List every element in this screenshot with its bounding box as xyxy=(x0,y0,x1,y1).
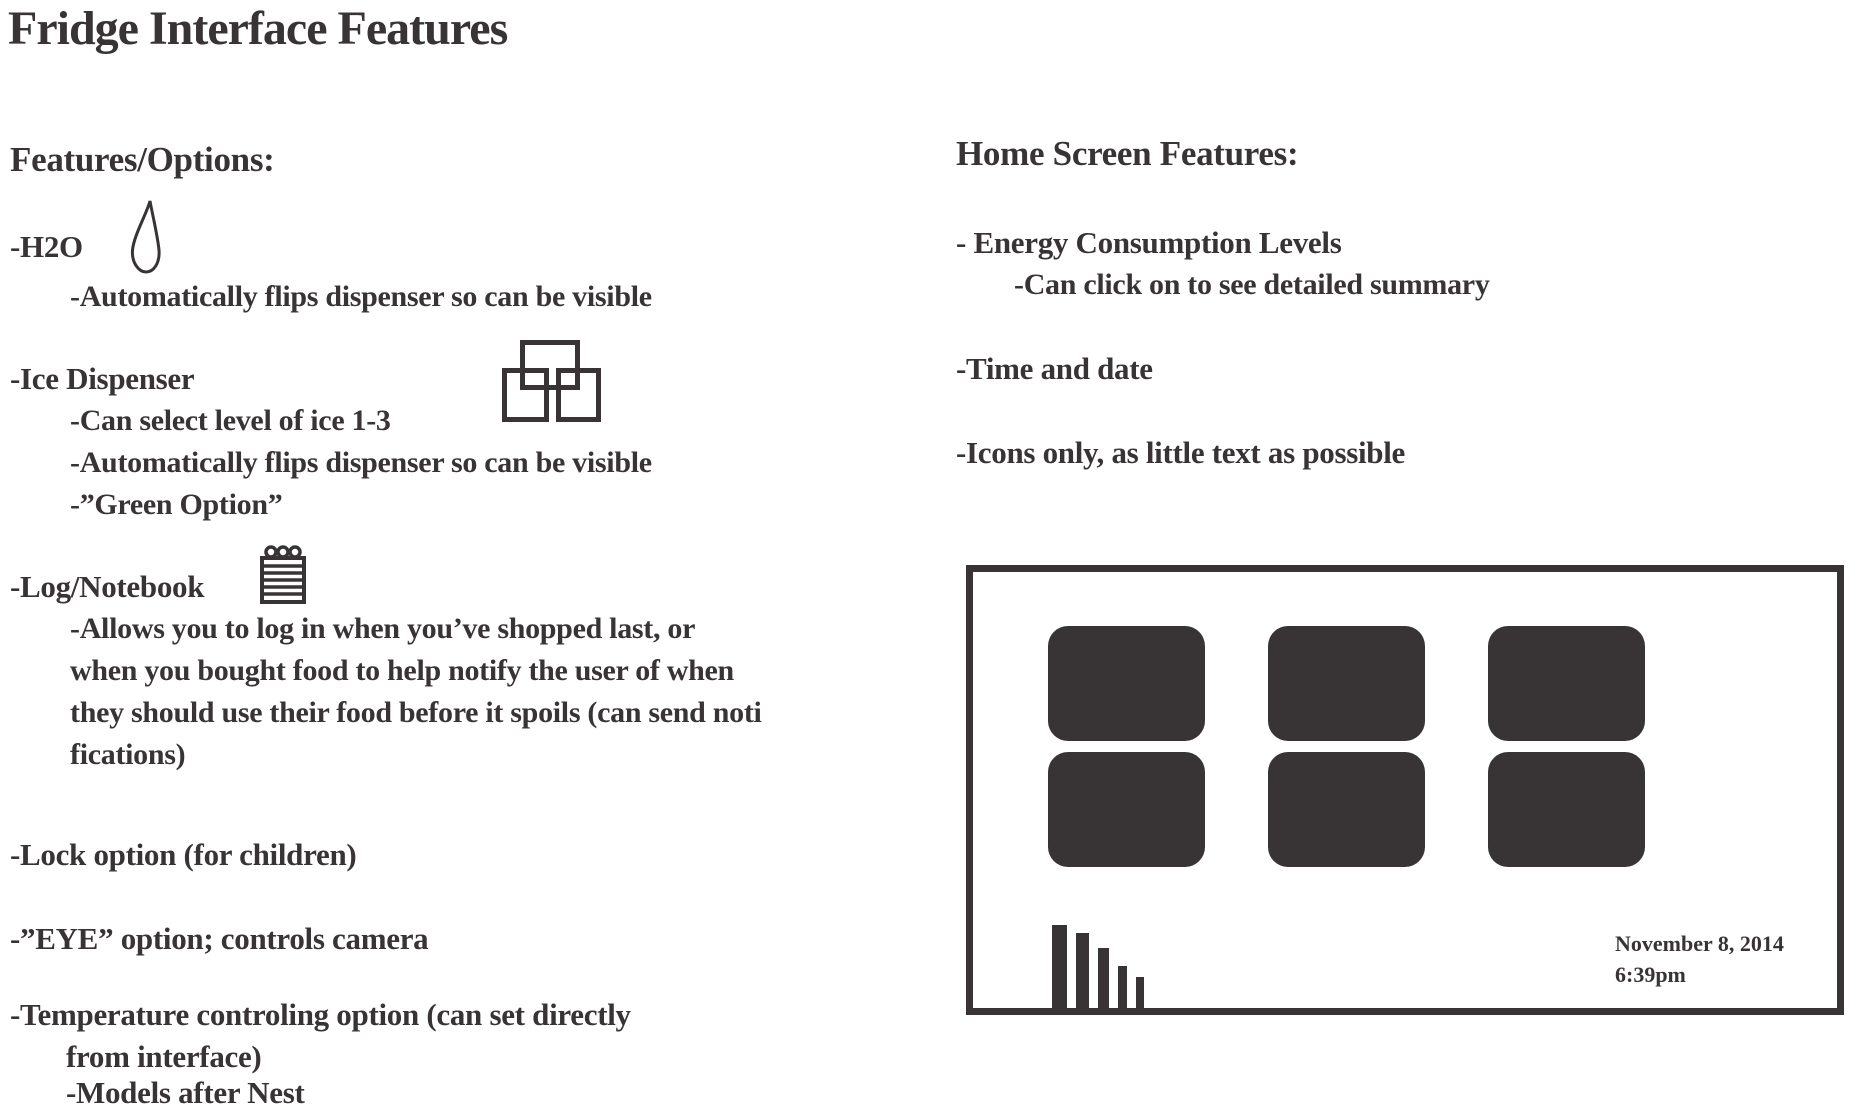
feature-temperature-sub: -Models after Nest xyxy=(66,1075,305,1110)
feature-ice-sub-2: -Automatically flips dispenser so can be… xyxy=(70,446,652,479)
date-text: November 8, 2014 xyxy=(1615,931,1784,956)
feature-log-line-3: they should use their food before it spo… xyxy=(70,696,762,729)
feature-h2o-label: -H2O xyxy=(10,229,83,264)
app-tile-grid xyxy=(1048,626,1645,867)
datetime-display: November 8, 2014 6:39pm xyxy=(1615,928,1784,990)
energy-bar xyxy=(1098,948,1109,1008)
feature-ice-sub-1: -Can select level of ice 1-3 xyxy=(70,404,391,437)
feature-log-line-2: when you bought food to help notify the … xyxy=(70,654,734,687)
energy-bar xyxy=(1118,966,1127,1008)
feature-h2o-sub: -Automatically flips dispenser so can be… xyxy=(70,280,652,313)
feature-ice-sub-3: -”Green Option” xyxy=(70,488,283,521)
feature-lock-label: -Lock option (for children) xyxy=(10,837,357,872)
page-title: Fridge Interface Features xyxy=(8,2,508,55)
home-screen-wireframe: November 8, 2014 6:39pm xyxy=(966,565,1844,1015)
feature-ice-label: -Ice Dispenser xyxy=(10,361,195,396)
app-tile xyxy=(1268,626,1425,741)
home-energy-sub: -Can click on to see detailed summary xyxy=(1014,268,1490,301)
water-drop-icon xyxy=(127,197,165,277)
energy-bar xyxy=(1052,925,1067,1008)
energy-bars-icon xyxy=(1052,925,1144,1008)
feature-temperature-cont: from interface) xyxy=(66,1039,262,1074)
feature-log-label: -Log/Notebook xyxy=(10,569,205,604)
app-tile xyxy=(1268,752,1425,867)
app-tile xyxy=(1048,752,1205,867)
app-tile xyxy=(1048,626,1205,741)
home-energy-label: - Energy Consumption Levels xyxy=(956,225,1342,260)
notepad-icon xyxy=(259,544,307,606)
home-time-date-label: -Time and date xyxy=(956,351,1153,386)
home-icons-only-label: -Icons only, as little text as possible xyxy=(956,435,1406,470)
features-options-heading: Features/Options: xyxy=(10,140,275,179)
time-text: 6:39pm xyxy=(1615,962,1686,987)
feature-temperature-label: -Temperature controling option (can set … xyxy=(10,997,631,1032)
energy-bar xyxy=(1136,977,1144,1008)
feature-eye-label: -”EYE” option; controls camera xyxy=(10,921,429,956)
home-screen-heading: Home Screen Features: xyxy=(956,134,1299,173)
energy-bar xyxy=(1076,933,1089,1008)
ice-cubes-icon xyxy=(500,336,602,428)
app-tile xyxy=(1488,626,1645,741)
app-tile xyxy=(1488,752,1645,867)
feature-log-line-4: fications) xyxy=(70,738,186,771)
feature-log-line-1: -Allows you to log in when you’ve shoppe… xyxy=(70,612,696,645)
